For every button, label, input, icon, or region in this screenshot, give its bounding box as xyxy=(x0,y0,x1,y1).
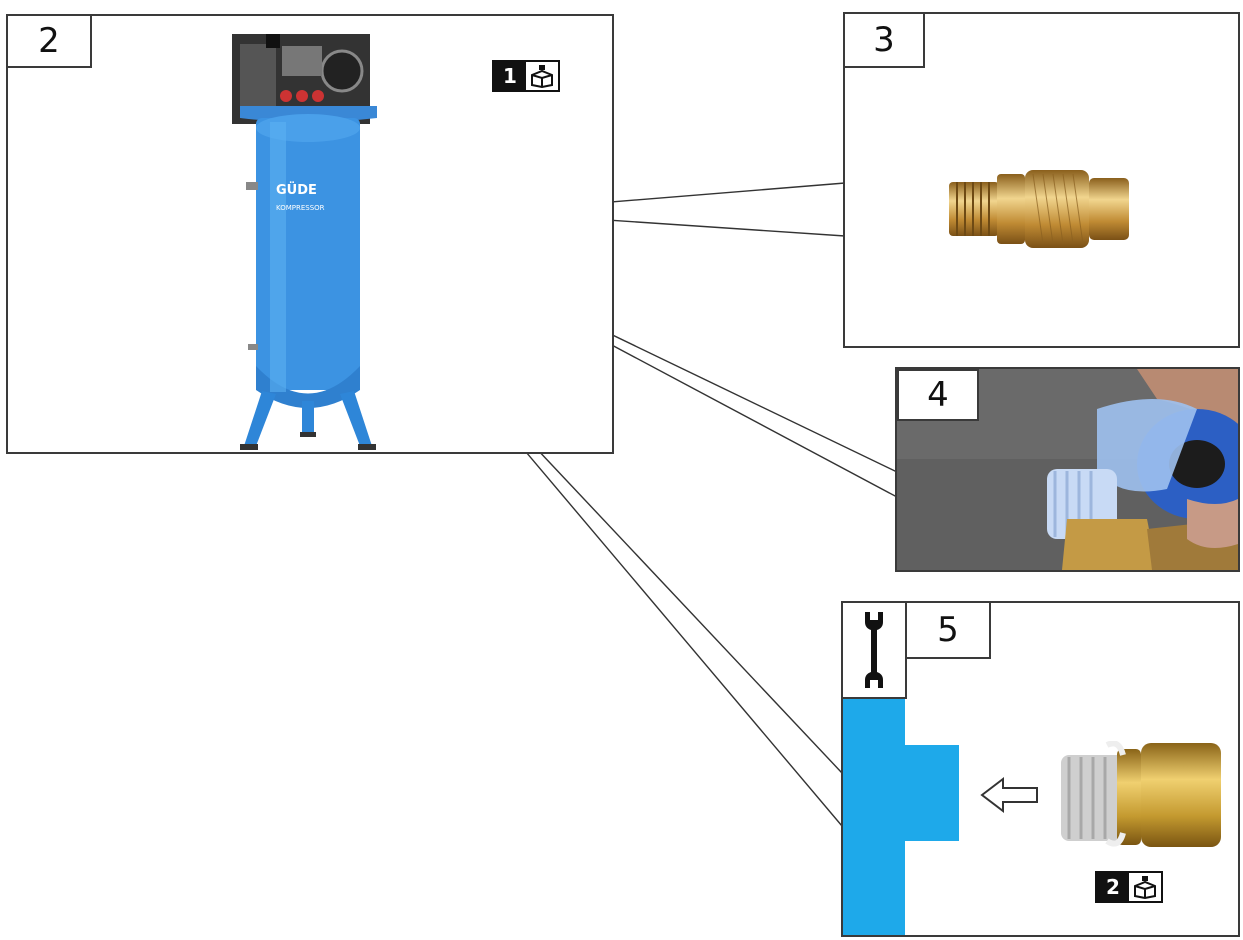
panel-number-4: 4 xyxy=(897,369,979,421)
air-compressor-illustration: GÜDE KOMPRESSOR xyxy=(232,34,377,450)
teflon-tape-photo xyxy=(897,369,1238,570)
panel-coupler: 3 xyxy=(843,12,1240,348)
panel-compressor: 2 1 GÜDE KOMPRESSOR xyxy=(6,14,614,454)
panel-installation: 5 2 xyxy=(841,601,1240,937)
box-icon xyxy=(526,62,558,90)
panel-number-3: 3 xyxy=(843,12,925,68)
box-icon xyxy=(1129,873,1161,901)
panel-number-5: 5 xyxy=(905,601,991,659)
model-label: KOMPRESSOR xyxy=(276,204,325,212)
insert-arrow-icon xyxy=(980,776,1038,814)
panel-teflon-tape: 4 xyxy=(895,367,1240,572)
quick-coupler-image xyxy=(949,170,1129,248)
tank-port-diagram xyxy=(843,699,959,935)
package-badge-1: 1 xyxy=(492,60,560,92)
panel-number-2: 2 xyxy=(6,14,92,68)
wrench-icon xyxy=(841,601,907,699)
package-badge-2: 2 xyxy=(1095,871,1163,903)
badge-number: 2 xyxy=(1097,873,1129,901)
taped-coupler-image xyxy=(1061,741,1221,847)
brand-label: GÜDE xyxy=(276,182,317,198)
badge-number: 1 xyxy=(494,62,526,90)
